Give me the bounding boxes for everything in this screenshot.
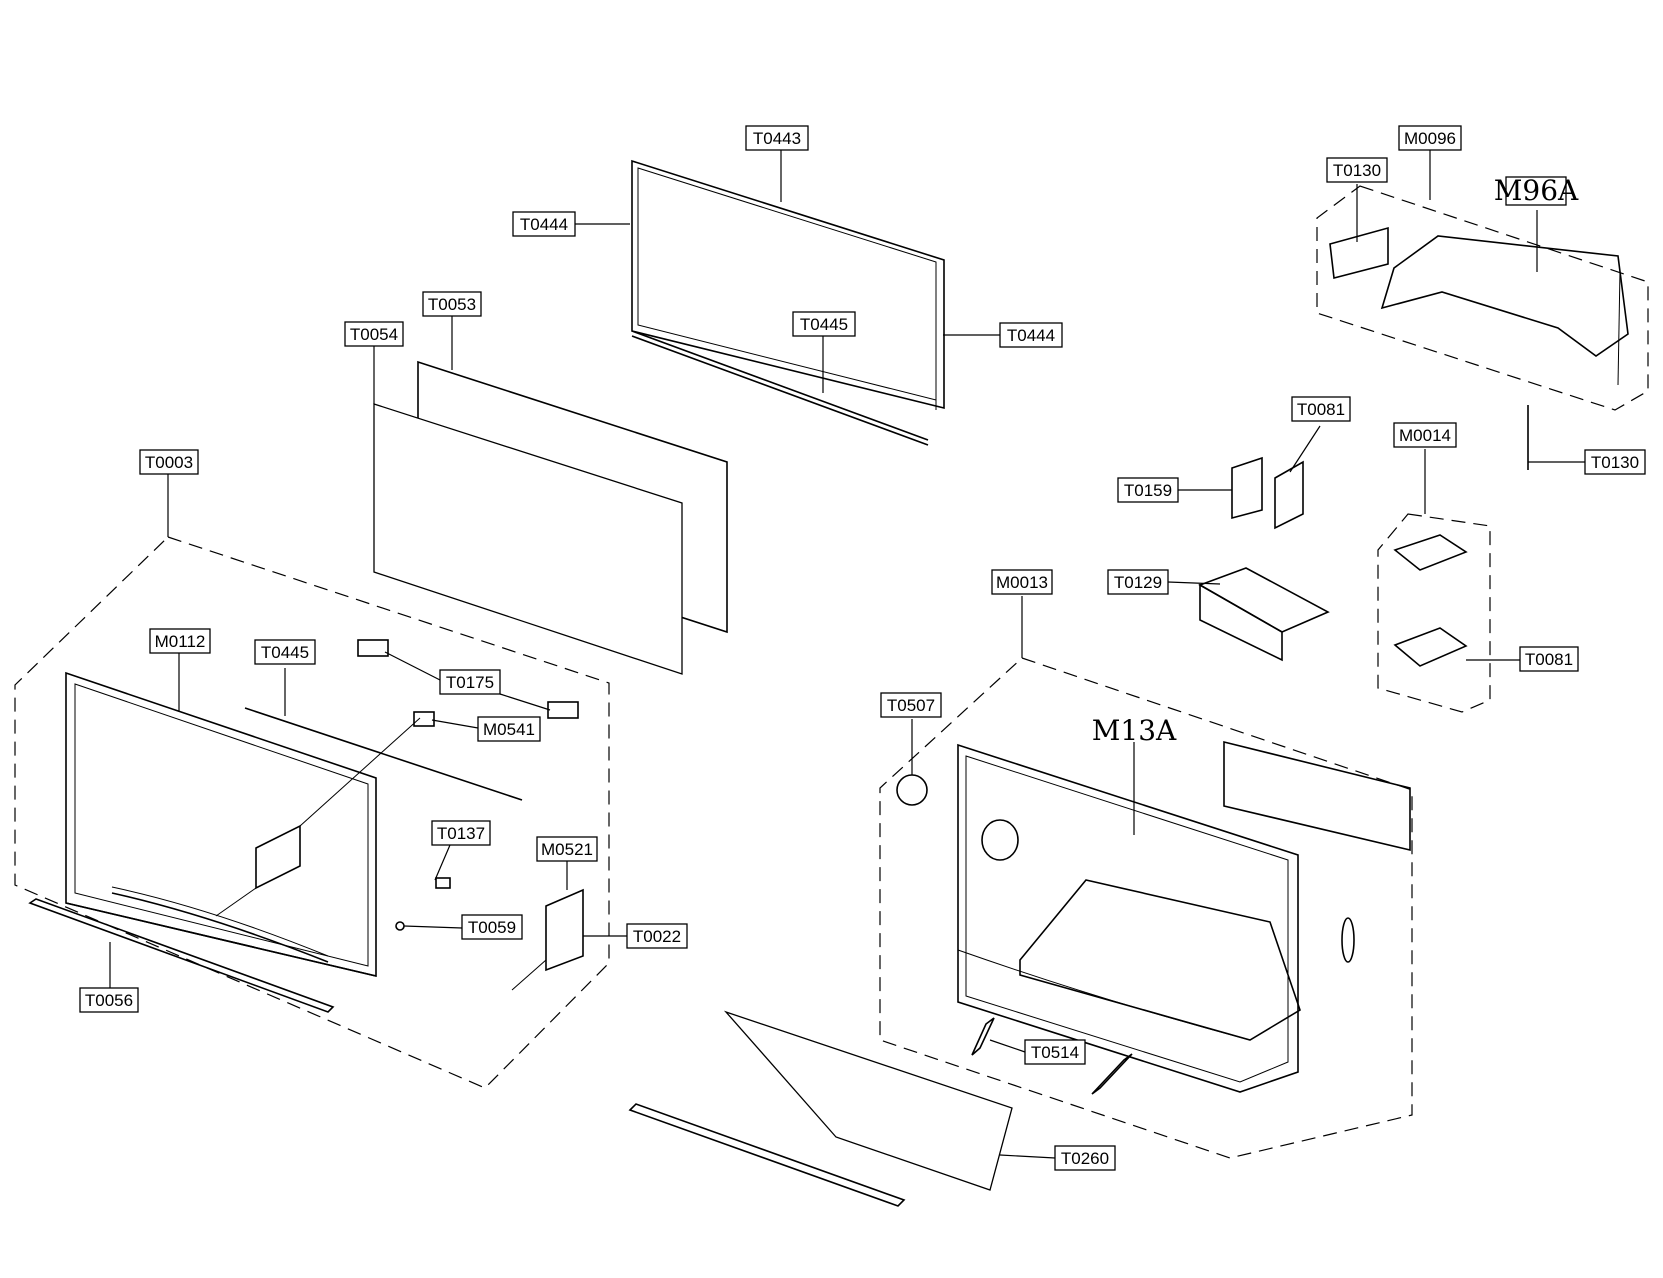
part-label-T0444-right: T0444 bbox=[999, 322, 1063, 348]
handwritten-label-m96a: M96A bbox=[1494, 174, 1579, 207]
handwritten-label-m13a: M13A bbox=[1092, 714, 1177, 747]
part-label-T0260: T0260 bbox=[1054, 1145, 1116, 1171]
svg-text:T0137: T0137 bbox=[437, 824, 485, 843]
svg-text:T0003: T0003 bbox=[145, 453, 193, 472]
svg-text:T0130: T0130 bbox=[1591, 453, 1639, 472]
svg-text:T0056: T0056 bbox=[85, 991, 133, 1010]
part-label-T0129: T0129 bbox=[1107, 569, 1169, 595]
board-parts bbox=[1167, 425, 1520, 713]
part-label-M0014: M0014 bbox=[1393, 422, 1457, 448]
svg-text:T0443: T0443 bbox=[753, 129, 801, 148]
part-label-T0130-right: T0130 bbox=[1584, 449, 1646, 475]
svg-text:M0541: M0541 bbox=[483, 720, 535, 739]
part-label-T0056: T0056 bbox=[79, 987, 139, 1013]
svg-text:T0081: T0081 bbox=[1525, 650, 1573, 669]
svg-text:T0130: T0130 bbox=[1333, 161, 1381, 180]
svg-text:M96A: M96A bbox=[1494, 174, 1579, 207]
part-label-T0022: T0022 bbox=[626, 923, 688, 949]
part-label-T0003: T0003 bbox=[139, 449, 199, 475]
svg-text:T0444: T0444 bbox=[520, 215, 568, 234]
back-cover-assembly bbox=[1316, 150, 1649, 470]
svg-text:T0175: T0175 bbox=[446, 673, 494, 692]
part-label-T0081-top: T0081 bbox=[1291, 396, 1351, 422]
part-label-M0112: M0112 bbox=[149, 628, 211, 654]
part-label-T0507: T0507 bbox=[880, 692, 942, 718]
svg-text:T0514: T0514 bbox=[1031, 1043, 1079, 1062]
svg-text:T0022: T0022 bbox=[633, 927, 681, 946]
svg-text:M13A: M13A bbox=[1092, 714, 1177, 747]
svg-text:M0521: M0521 bbox=[541, 840, 593, 859]
svg-text:T0260: T0260 bbox=[1061, 1149, 1109, 1168]
svg-text:M0096: M0096 bbox=[1404, 129, 1456, 148]
svg-text:T0054: T0054 bbox=[350, 325, 398, 344]
part-label-T0159: T0159 bbox=[1117, 477, 1179, 503]
part-label-T0175: T0175 bbox=[439, 669, 501, 695]
part-label-T0445-top: T0445 bbox=[792, 311, 856, 337]
svg-text:T0159: T0159 bbox=[1124, 481, 1172, 500]
part-label-M0013: M0013 bbox=[991, 569, 1053, 595]
svg-text:T0445: T0445 bbox=[800, 315, 848, 334]
svg-text:T0445: T0445 bbox=[261, 643, 309, 662]
svg-text:M0112: M0112 bbox=[155, 632, 206, 651]
part-label-T0053: T0053 bbox=[422, 291, 482, 317]
part-label-M0096: M0096 bbox=[1398, 125, 1462, 151]
svg-text:T0053: T0053 bbox=[428, 295, 476, 314]
part-label-T0054: T0054 bbox=[344, 321, 404, 347]
svg-text:T0081: T0081 bbox=[1297, 400, 1345, 419]
part-label-T0059: T0059 bbox=[461, 914, 523, 940]
bezel-frame-part bbox=[575, 150, 1000, 446]
front-assembly-group bbox=[14, 474, 627, 1089]
svg-text:T0444: T0444 bbox=[1007, 326, 1055, 345]
svg-text:T0129: T0129 bbox=[1114, 573, 1162, 592]
part-label-T0130-top: T0130 bbox=[1326, 157, 1388, 183]
part-label-T0514: T0514 bbox=[1024, 1039, 1086, 1065]
part-label-M0541: M0541 bbox=[477, 716, 541, 742]
svg-text:T0059: T0059 bbox=[468, 918, 516, 937]
part-label-T0137: T0137 bbox=[431, 820, 491, 846]
rear-cabinet-assembly bbox=[628, 596, 1413, 1207]
screen-panels-part bbox=[373, 316, 728, 675]
svg-text:M0013: M0013 bbox=[996, 573, 1048, 592]
svg-text:T0507: T0507 bbox=[887, 696, 935, 715]
part-label-M0521: M0521 bbox=[536, 836, 598, 862]
part-label-T0081-right: T0081 bbox=[1519, 646, 1579, 672]
part-label-T0443: T0443 bbox=[745, 125, 809, 151]
part-label-T0445-mid: T0445 bbox=[254, 639, 316, 665]
svg-text:M0014: M0014 bbox=[1399, 426, 1451, 445]
part-label-T0444-left: T0444 bbox=[512, 211, 576, 237]
